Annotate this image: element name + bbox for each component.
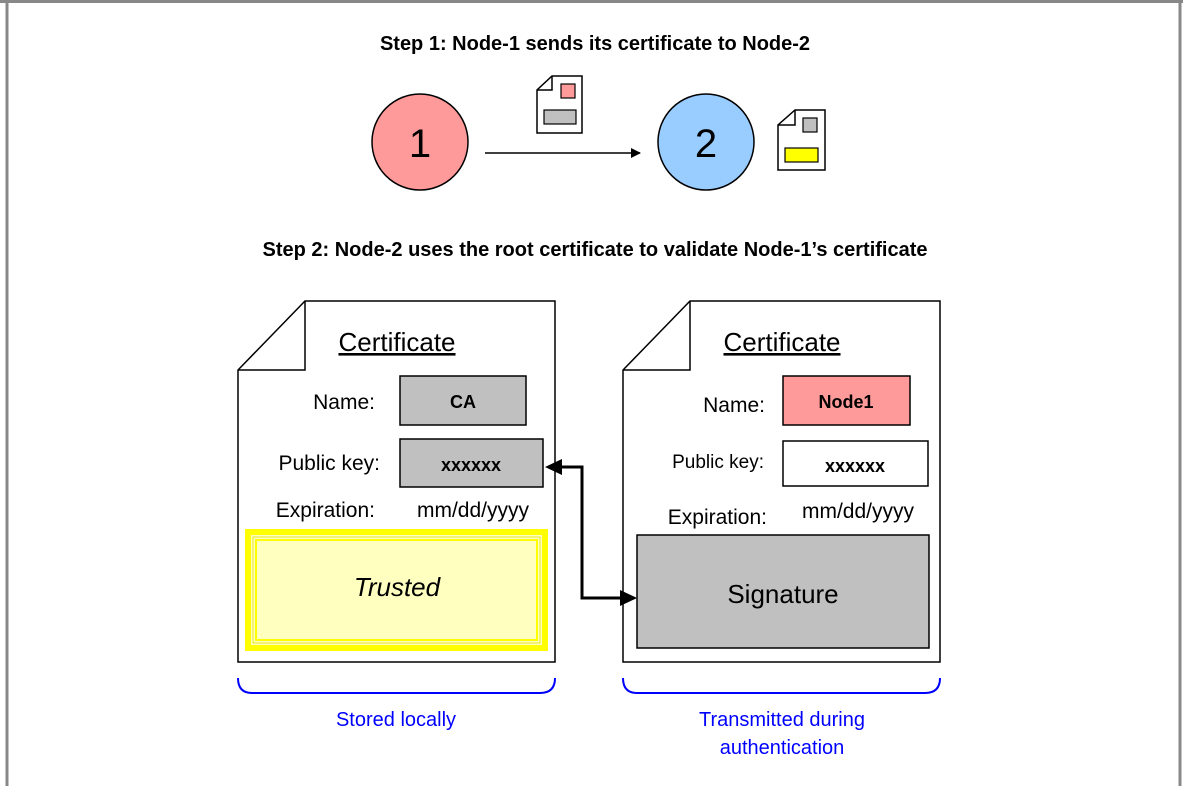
ca-cert-caption: Stored locally [336,709,456,731]
ca-key-field [399,438,544,488]
step1-title: Step 1: Node-1 sends its certificate to … [380,33,810,55]
signature-box [636,534,930,649]
node1-label: 1 [409,122,431,166]
node-cert-caption-line1: Transmitted during [699,709,865,731]
node-name-field [782,375,911,426]
trusted-label: Trusted [354,572,442,602]
ca-name-value: CA [450,392,476,412]
step2-title: Step 2: Node-2 uses the root certificate… [263,239,928,261]
node1-circle [371,93,469,191]
ca-cert-heading: Certificate [338,327,455,357]
ca-key-label: Public key: [278,452,380,475]
node1-certificate: Certificate Name: Node1 Public key: xxxx… [622,300,941,663]
trusted-box [245,529,548,651]
node-exp-value: mm/dd/yyyy [802,500,915,523]
node2-circle [657,93,755,191]
sent-certificate-icon [536,75,583,134]
node-key-value: xxxxxx [825,456,885,476]
node-name-value: Node1 [818,392,873,412]
ca-name-field [399,375,527,426]
node-cert-brace [622,677,941,694]
node-cert-heading: Certificate [723,327,840,357]
node-exp-label: Expiration: [668,506,767,529]
node2-label: 2 [695,122,717,166]
connector-arrowhead-left [545,459,562,475]
ca-name-label: Name: [313,391,375,414]
ca-exp-label: Expiration: [276,499,375,522]
ca-key-value: xxxxxx [441,455,501,475]
ca-certificate: Certificate Name: CA Public key: xxxxxx … [237,300,556,663]
validation-connector [545,459,637,606]
node-name-label: Name: [703,394,765,417]
signature-label: Signature [727,579,838,609]
node-key-label: Public key: [672,452,764,473]
ca-exp-value: mm/dd/yyyy [417,499,530,522]
node-key-field [782,440,929,487]
received-certificate-icon [777,109,826,171]
node-cert-caption-line2: authentication [720,737,845,759]
ca-cert-brace [237,677,556,694]
connector-arrowhead-right [620,590,637,606]
